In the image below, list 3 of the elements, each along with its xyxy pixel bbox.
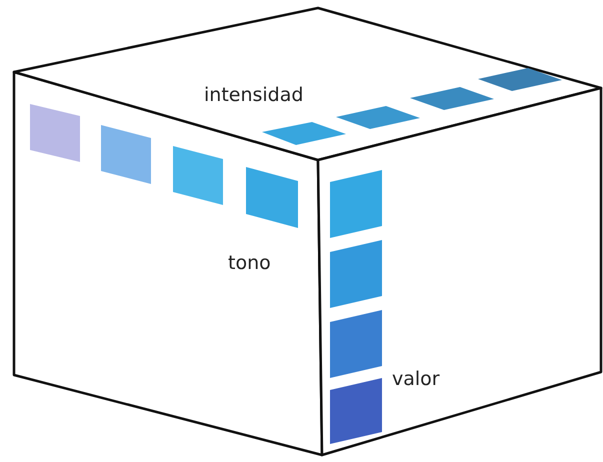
axis-label: valor — [392, 368, 440, 390]
axis-label: tono — [228, 252, 271, 274]
axis-label: intensidad — [204, 84, 304, 106]
